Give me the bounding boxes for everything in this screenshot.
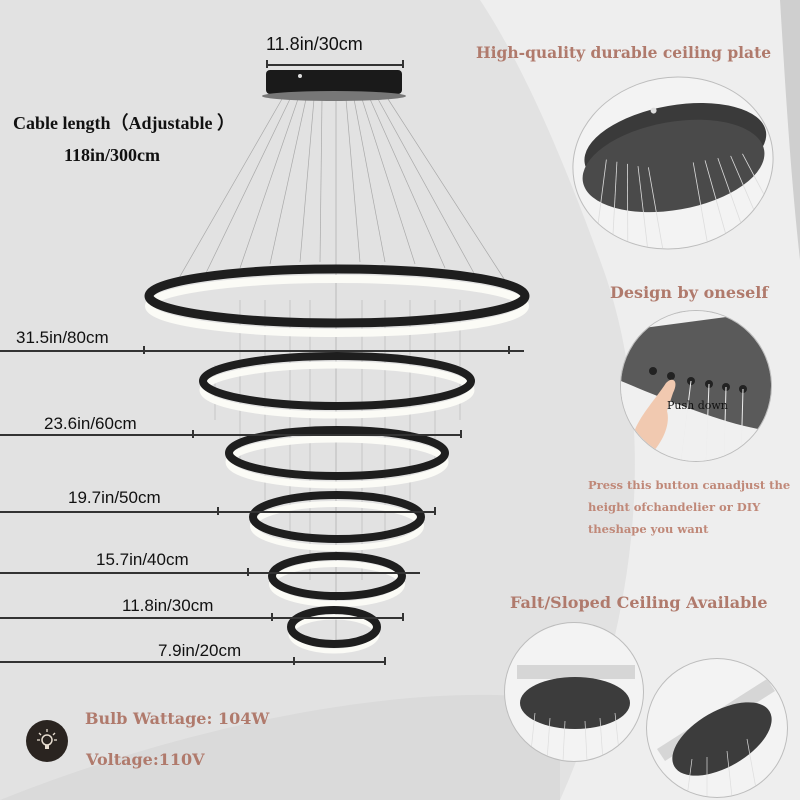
design-description: Press this button canadjust the height o…	[588, 478, 791, 536]
dimension-tick	[271, 613, 273, 621]
canopy-dimension-label: 11.8in/30cm	[266, 34, 363, 54]
ring-dimension-line	[0, 434, 462, 436]
ring-dimension-line	[0, 350, 524, 352]
ceiling-plate-inset-image	[558, 60, 788, 266]
feature-title-ceiling-plate: High-quality durable ceiling plate	[476, 43, 772, 62]
dimension-tick	[508, 346, 510, 354]
light-bulb-icon	[26, 720, 68, 762]
canopy-dimension-line	[266, 64, 403, 66]
dimension-tick	[217, 507, 219, 515]
cable-length-label: Cable length（Adjustable ）	[13, 113, 236, 133]
sloped-ceiling-inset-image	[646, 658, 788, 798]
ring-dimension-line	[0, 572, 420, 574]
voltage: Voltage:110V	[86, 750, 205, 769]
dimension-tick	[384, 657, 386, 665]
dimension-tick	[143, 346, 145, 354]
dimension-tick	[247, 568, 249, 576]
push-down-label: Push down	[667, 399, 728, 412]
ceiling-plate-illustration	[582, 103, 774, 253]
push-down-inset-image: Push down	[620, 310, 772, 462]
rings	[144, 264, 530, 654]
feature-title-design: Design by oneself	[610, 283, 769, 302]
dimension-tick	[266, 60, 268, 68]
ring-dimension-label: 23.6in/60cm	[44, 414, 137, 433]
ring-dimension-line	[0, 661, 386, 663]
dimension-tick	[402, 613, 404, 621]
ceiling-canopy	[262, 70, 406, 101]
ring-dimension-label: 7.9in/20cm	[158, 641, 242, 660]
push-button-illustration	[621, 311, 771, 461]
ring-dimension-label: 19.7in/50cm	[68, 488, 161, 507]
ring-dimension-label: 11.8in/30cm	[122, 596, 214, 615]
feature-title-ceiling: Falt/Sloped Ceiling Available	[510, 593, 768, 612]
sloped-ceiling-illustration	[657, 679, 775, 797]
dimension-tick	[434, 507, 436, 515]
ring-dimension-label: 31.5in/80cm	[16, 328, 109, 347]
dimension-tick	[293, 657, 295, 665]
cable-length-value: 118in/300cm	[64, 145, 161, 165]
flat-ceiling-inset-image	[504, 622, 644, 762]
ring-dimension-line	[0, 617, 404, 619]
dimension-tick	[402, 60, 404, 68]
dimension-tick	[192, 430, 194, 438]
dimension-tick	[460, 430, 462, 438]
flat-ceiling-illustration	[517, 665, 635, 761]
ring-dimension-label: 15.7in/40cm	[96, 550, 189, 569]
bulb-wattage: Bulb Wattage: 104W	[85, 709, 270, 728]
